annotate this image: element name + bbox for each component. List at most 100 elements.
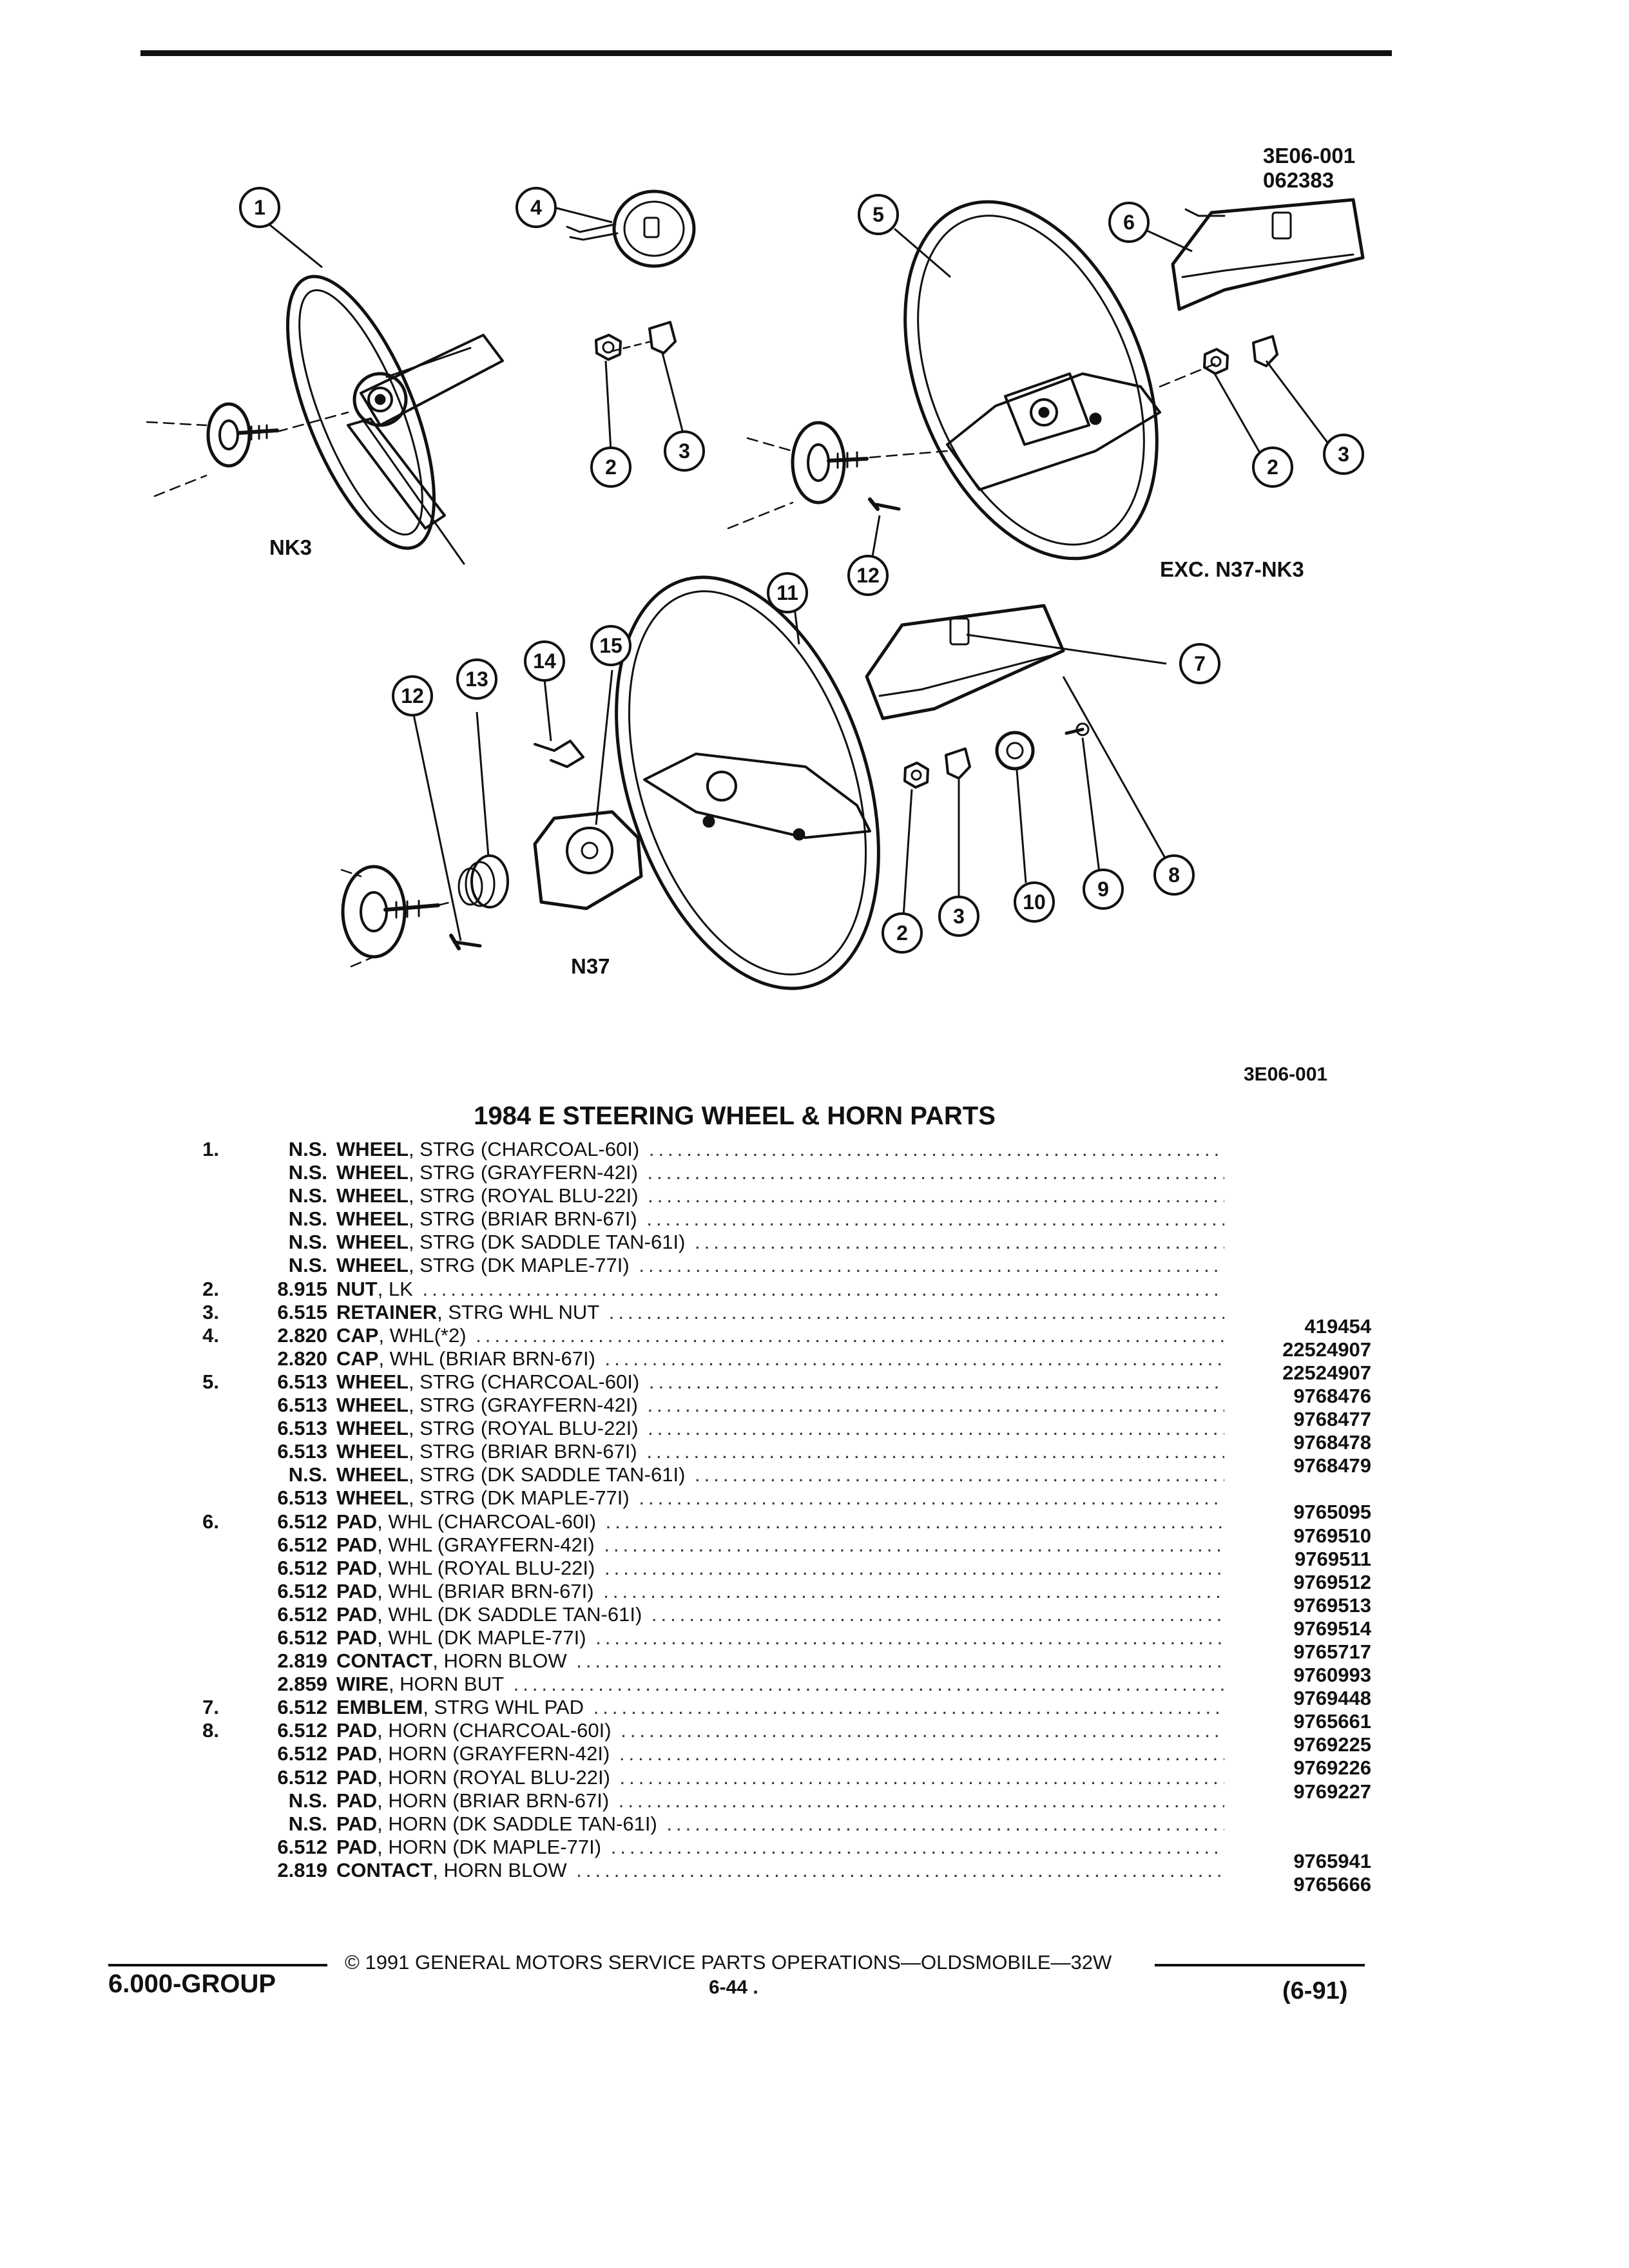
group-code: N.S. <box>288 1161 327 1184</box>
part-name: CAP <box>336 1323 379 1347</box>
view-label-n37: N37 <box>571 954 610 978</box>
callout-number: 15 <box>599 634 622 657</box>
part-name: WHEEL <box>336 1417 409 1440</box>
group-code: N.S. <box>288 1463 327 1486</box>
part-name: PAD <box>336 1602 378 1626</box>
part-description: CAP, WHL(*2) ...........................… <box>336 1324 1224 1347</box>
dot-leader: ........................................… <box>608 1300 1224 1323</box>
nk3-nut-retainer <box>595 321 677 361</box>
parts-list: 1.N.S.WHEEL, STRG (CHARCOAL-60I) .......… <box>0 1138 1629 1896</box>
part-name: WIRE <box>336 1673 389 1696</box>
n37-nut-retainer-cap <box>903 722 1090 789</box>
part-spec: , WHL (DK SADDLE TAN-61I) <box>377 1602 642 1626</box>
part-name: PAD <box>336 1765 378 1789</box>
group-code: 2.859 <box>277 1673 327 1696</box>
part-description: WHEEL, STRG (GRAYFERN-42I) .............… <box>336 1161 1224 1184</box>
callout-number: 3 <box>679 439 690 463</box>
exc-screw <box>868 497 901 511</box>
part-number: 9765666 <box>1293 1872 1371 1896</box>
part-number: 9765941 <box>1293 1849 1371 1872</box>
item-ref-number: 4. <box>202 1323 219 1347</box>
callout-4 <box>516 187 557 228</box>
part-name: WHEEL <box>336 1440 409 1463</box>
part-number: 9769514 <box>1293 1617 1371 1640</box>
part-spec: , STRG (DK SADDLE TAN-61I) <box>408 1231 686 1254</box>
group-code: 6.513 <box>277 1440 327 1463</box>
part-number: 9769512 <box>1293 1570 1371 1593</box>
footer-rule <box>1155 1964 1365 1966</box>
group-code: 2.819 <box>277 1858 327 1881</box>
part-name: PAD <box>336 1812 378 1835</box>
footer-page-number: 6-44 . <box>709 1977 758 1998</box>
part-description: WHEEL, STRG (DK SADDLE TAN-61I) ........… <box>336 1231 1224 1254</box>
dot-leader: ........................................… <box>666 1812 1224 1835</box>
part-number: 9765661 <box>1293 1710 1371 1733</box>
part-description: CAP, WHL (BRIAR BRN-67I) ...............… <box>336 1347 1224 1370</box>
figure-code: 3E06-001 <box>1263 144 1356 168</box>
callout-7 <box>1179 643 1220 684</box>
exc-nut-retainer <box>1203 335 1278 375</box>
part-description: PAD, WHL (ROYAL BLU-22I) ...............… <box>336 1557 1224 1580</box>
part-name: PAD <box>336 1510 378 1533</box>
dot-leader: ........................................… <box>648 1138 1224 1160</box>
part-description: PAD, WHL (GRAYFERN-42I) ................… <box>336 1533 1224 1557</box>
group-code: 6.512 <box>277 1626 327 1649</box>
n37-horn-pad <box>865 604 1065 720</box>
dot-leader: ........................................… <box>619 1765 1224 1789</box>
part-spec: , HORN (DK MAPLE-77I) <box>377 1835 602 1858</box>
part-description: PAD, WHL (DK MAPLE-77I) ................… <box>336 1626 1224 1649</box>
callout-3 <box>664 430 705 472</box>
group-code: 6.512 <box>277 1835 327 1858</box>
part-name: PAD <box>336 1533 378 1556</box>
part-spec: , LK <box>377 1277 413 1300</box>
group-code: N.S. <box>288 1138 327 1160</box>
item-ref-number: 2. <box>202 1277 219 1300</box>
part-number: 9768476 <box>1293 1384 1371 1407</box>
dot-leader: ........................................… <box>651 1602 1224 1626</box>
part-spec: , WHL (BRIAR BRN-67I) <box>377 1579 594 1602</box>
parts-row: N.S.WHEEL, STRG (BRIAR BRN-67I) ........… <box>0 1207 1629 1231</box>
dot-leader: ........................................… <box>476 1323 1224 1347</box>
part-name: WHEEL <box>336 1463 409 1486</box>
dot-leader: ........................................… <box>639 1254 1224 1277</box>
part-description: PAD, HORN (CHARCOAL-60I) ...............… <box>336 1719 1224 1742</box>
part-number: 9768479 <box>1293 1454 1371 1477</box>
callout-number: 14 <box>533 649 556 673</box>
part-description: EMBLEM, STRG WHL PAD ...................… <box>336 1696 1224 1719</box>
callout-number: 7 <box>1194 652 1206 675</box>
dot-leader: ........................................… <box>646 1440 1224 1463</box>
dot-leader: ........................................… <box>422 1277 1224 1300</box>
parts-row: N.S. WHEEL, STRG (DK SADDLE TAN-61I) ....… <box>0 1463 1629 1486</box>
part-description: PAD, HORN (DK MAPLE-77I) ...............… <box>336 1836 1224 1859</box>
group-code: 6.512 <box>277 1765 327 1789</box>
part-description: WHEEL, STRG (DK MAPLE-77I) .............… <box>336 1486 1224 1510</box>
dot-leader: ........................................… <box>605 1510 1224 1533</box>
callout-12 <box>392 675 433 716</box>
parts-row: 6.513 WHEEL, STRG (DK MAPLE-77I) ........… <box>0 1486 1629 1523</box>
part-description: WHEEL, STRG (ROYAL BLU-22I) ............… <box>336 1184 1224 1207</box>
dot-leader: ........................................… <box>695 1463 1224 1486</box>
parts-row: 6.512 PAD, HORN (DK MAPLE-77I) ..........… <box>0 1835 1629 1872</box>
part-name: WHEEL <box>336 1394 409 1417</box>
figure-date-code: 062383 <box>1263 168 1335 192</box>
item-ref-number: 7. <box>202 1696 219 1719</box>
part-name: PAD <box>336 1742 378 1765</box>
callout-number: 1 <box>254 196 265 219</box>
callout-14 <box>524 640 565 682</box>
top-rule <box>140 50 1392 56</box>
parts-row: N.S.PAD, HORN (DK SADDLE TAN-61I) ......… <box>0 1812 1629 1836</box>
callout-numbers: 1 4 2 3 5 6 2 3 12 11 7 15 14 13 12 8 9 … <box>254 196 1349 945</box>
dot-leader: ........................................… <box>513 1673 1224 1696</box>
callout-number: 8 <box>1168 863 1180 887</box>
group-code: 6.513 <box>277 1486 327 1510</box>
group-code: N.S. <box>288 1231 327 1254</box>
parts-row: N.S. WHEEL, STRG (DK SADDLE TAN-61I) ....… <box>0 1231 1629 1254</box>
group-code: N.S. <box>288 1789 327 1812</box>
part-spec: , STRG (DK MAPLE-77I) <box>408 1486 630 1510</box>
part-spec: , STRG (BRIAR BRN-67I) <box>408 1440 637 1463</box>
part-description: WHEEL, STRG (DK SADDLE TAN-61I) ........… <box>336 1463 1224 1486</box>
part-number: 9769513 <box>1293 1593 1371 1617</box>
part-number: 9768478 <box>1293 1431 1371 1454</box>
